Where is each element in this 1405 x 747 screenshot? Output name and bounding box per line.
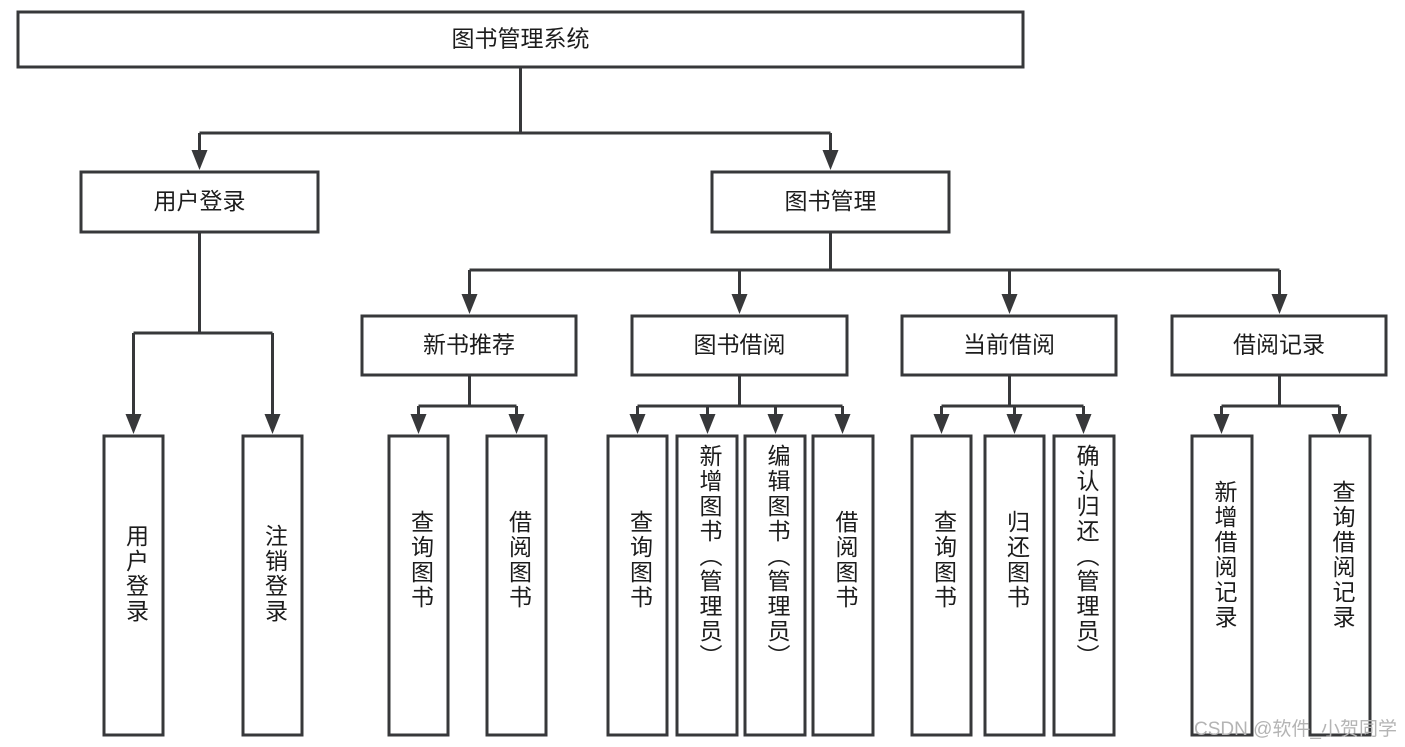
node-leaf-4-label: 查询图书 (626, 510, 653, 610)
node-level2-1-label: 图书管理 (785, 188, 877, 214)
node-leaf-5-box[interactable] (675, 434, 739, 737)
arrow-bo-l2-icon (699, 414, 716, 434)
arrow-bo-l4-icon (834, 414, 851, 434)
node-leaf-1-label: 注销登录 (261, 524, 288, 624)
node-leaf-11-box[interactable] (1190, 434, 1254, 737)
node-leaf-10-box[interactable] (1052, 434, 1116, 737)
arrow-current-icon (1001, 294, 1018, 314)
arrow-user-login-icon (191, 150, 208, 170)
node-leaf-8-label: 查询图书 (930, 510, 957, 610)
arrow-nb-l2-icon (508, 414, 525, 434)
node-level3-1-label: 图书借阅 (694, 332, 786, 358)
node-leaf-9-box[interactable] (983, 434, 1046, 737)
node-leaf-10-label: 确认归还（管理员） (1073, 444, 1099, 669)
watermark-text: CSDN @软件_小贺同学 (1194, 719, 1397, 740)
arrow-bo-l3-icon (767, 414, 784, 434)
node-leaf-3-box[interactable] (485, 434, 548, 737)
arrowheads-layer (125, 150, 1348, 434)
arrow-re-l1-icon (1213, 414, 1230, 434)
arrow-new-book-icon (461, 294, 478, 314)
node-level2-1-box[interactable] (710, 170, 951, 234)
node-leaf-3-label: 借阅图书 (505, 510, 532, 610)
node-level3-1-box[interactable] (630, 314, 849, 377)
arrow-borrow-icon (731, 294, 748, 314)
node-leaf-7-box[interactable] (811, 434, 875, 737)
node-box-root[interactable] (16, 10, 1025, 69)
node-leaf-11-label: 新增借阅记录 (1211, 480, 1237, 630)
node-level3-2-label: 当前借阅 (963, 332, 1055, 358)
arrow-bo-l1-icon (629, 414, 646, 434)
node-level3-0-box[interactable] (360, 314, 578, 377)
arrow-record-icon (1271, 294, 1288, 314)
arrow-leaf-user-login-icon (125, 414, 142, 434)
node-level3-0-label: 新书推荐 (423, 332, 515, 358)
node-leaf-4-box[interactable] (606, 434, 669, 737)
node-leaf-6-label: 编辑图书（管理员） (764, 444, 790, 669)
node-leaf-2-label: 查询图书 (407, 510, 434, 610)
node-level3-3-label: 借阅记录 (1233, 332, 1325, 358)
arrow-nb-l1-icon (410, 414, 427, 434)
node-level3-3-box[interactable] (1170, 314, 1388, 377)
node-leaf-7-label: 借阅图书 (832, 510, 858, 610)
node-leaf-1-box[interactable] (241, 434, 304, 737)
arrow-leaf-logout-icon (264, 414, 281, 434)
node-leaf-12-label: 查询借阅记录 (1329, 480, 1355, 630)
node-leaf-2-box[interactable] (387, 434, 450, 737)
node-leaf-0-label: 用户登录 (122, 524, 149, 624)
node-leaf-5-label: 新增图书（管理员） (696, 444, 722, 669)
node-leaf-8-box[interactable] (910, 434, 973, 737)
node-boxes-layer (16, 10, 1388, 737)
node-level3-2-box[interactable] (900, 314, 1118, 377)
node-leaf-9-label: 归还图书 (1003, 510, 1030, 610)
arrow-book-mgmt-icon (822, 150, 839, 170)
node-level2-0-label: 用户登录 (154, 188, 246, 214)
node-leaf-12-box[interactable] (1308, 434, 1372, 737)
node-leaf-0-box[interactable] (102, 434, 165, 737)
arrow-re-l2-icon (1331, 414, 1348, 434)
node-leaf-6-box[interactable] (743, 434, 807, 737)
arrow-cu-l3-icon (1075, 414, 1092, 434)
node-label-root: 图书管理系统 (452, 26, 590, 52)
arrow-cu-l2-icon (1006, 414, 1023, 434)
node-level2-0-box[interactable] (79, 170, 320, 234)
arrow-cu-l1-icon (933, 414, 950, 434)
